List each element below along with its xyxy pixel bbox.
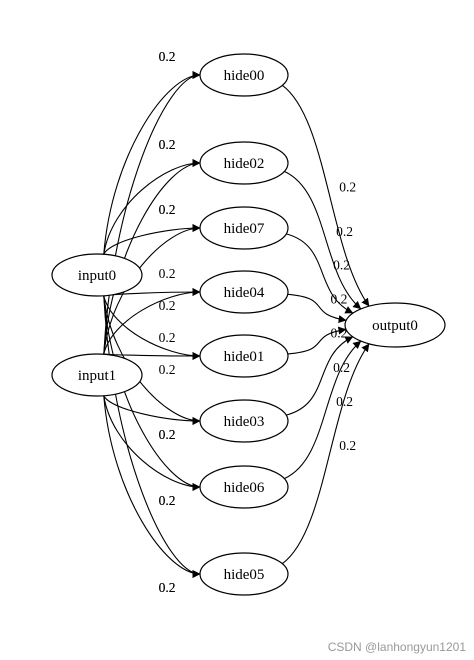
edge-weight-input1-to-hide06: 0.2 — [159, 493, 176, 508]
node-hide04-label: hide04 — [224, 285, 265, 301]
edge-weight-hide01-to-output0: 0.2 — [330, 326, 347, 341]
node-hide01: hide01 — [199, 334, 289, 378]
node-hide02-ellipse — [199, 141, 289, 185]
watermark: CSDN @lanhongyun1201 — [327, 640, 466, 654]
edge-input0-to-hide00 — [103, 71, 201, 255]
node-hide00-label: hide00 — [224, 68, 265, 84]
edge-weight-input1-to-hide05: 0.2 — [159, 580, 176, 595]
node-hide02: hide02 — [199, 141, 289, 185]
edge-weight-input0-to-hide01: 0.2 — [159, 362, 176, 377]
edge-hide04-to-output0 — [287, 293, 347, 324]
edge-weight-hide07-to-output0: 0.2 — [333, 258, 350, 273]
nodes-layer: input0 input1 hide00 hide02 hide07 hide04 hide… — [51, 53, 446, 596]
edge-input1-to-hide03 — [103, 395, 201, 425]
node-input0-ellipse — [51, 253, 143, 297]
edge-input0-to-hide05 — [103, 295, 201, 578]
edge-labels-layer: 0.2 0.2 0.2 0.2 0.2 0.2 0.2 0.2 0.2 0.2 0.2 0.2 0.2 0… — [159, 49, 357, 595]
node-output0-ellipse — [344, 302, 446, 348]
edge-weight-input0-to-hide07: 0.2 — [159, 202, 176, 217]
edge-hide07-to-output0 — [286, 233, 354, 314]
edge-weight-input1-to-hide00: 0.2 — [159, 49, 176, 64]
node-hide04-ellipse — [199, 270, 289, 314]
edge-weight-hide02-to-output0: 0.2 — [336, 224, 353, 239]
node-hide07-label: hide07 — [224, 221, 265, 237]
node-hide07-ellipse — [199, 206, 289, 250]
edge-hide05-to-output0 — [281, 343, 370, 565]
node-input0: input0 — [51, 253, 143, 297]
node-hide01-label: hide01 — [224, 349, 265, 365]
node-hide06-ellipse — [199, 465, 289, 509]
edge-weight-hide00-to-output0: 0.2 — [339, 180, 356, 195]
edge-weight-input0-to-hide00: 0.2 — [159, 49, 176, 64]
edge-weight-input1-to-hide02: 0.2 — [159, 137, 176, 152]
node-hide03: hide03 — [199, 399, 289, 443]
edge-hide03-to-output0 — [286, 336, 354, 416]
edge-weight-input0-to-hide03: 0.2 — [159, 427, 176, 442]
edge-weight-input0-to-hide02: 0.2 — [159, 137, 176, 152]
node-hide02-label: hide02 — [224, 156, 265, 172]
edge-input1-to-hide02 — [103, 159, 201, 355]
node-input1-ellipse — [51, 353, 143, 397]
edge-input0-to-hide06 — [103, 295, 201, 491]
edge-weight-hide03-to-output0: 0.2 — [333, 360, 350, 375]
node-output0-label: output0 — [372, 318, 418, 334]
edge-input0-to-hide07 — [103, 224, 201, 255]
edge-weight-input1-to-hide01: 0.2 — [159, 330, 176, 345]
node-hide06-label: hide06 — [224, 480, 265, 496]
node-hide03-ellipse — [199, 399, 289, 443]
edge-weight-hide04-to-output0: 0.2 — [330, 291, 347, 306]
node-hide05-ellipse — [199, 552, 289, 596]
edge-hide06-to-output0 — [284, 340, 362, 480]
edge-input0-to-hide02 — [103, 159, 201, 255]
edge-weight-input1-to-hide07: 0.2 — [159, 202, 176, 217]
edge-weight-hide05-to-output0: 0.2 — [339, 438, 356, 453]
edge-hide02-to-output0 — [284, 170, 362, 310]
node-input1-label: input1 — [78, 368, 116, 384]
edge-weight-input1-to-hide04: 0.2 — [159, 266, 176, 281]
edge-input0-to-hide03 — [103, 295, 201, 425]
edge-weight-hide06-to-output0: 0.2 — [336, 394, 353, 409]
edge-input1-to-hide00 — [103, 71, 201, 355]
node-input1: input1 — [51, 353, 143, 397]
edge-input1-to-hide04 — [103, 288, 201, 355]
edges-layer — [103, 71, 370, 578]
node-hide03-label: hide03 — [224, 414, 265, 430]
edge-weight-input0-to-hide05: 0.2 — [159, 580, 176, 595]
node-hide05: hide05 — [199, 552, 289, 596]
edge-hide00-to-output0 — [281, 84, 370, 307]
node-hide07: hide07 — [199, 206, 289, 250]
edge-input1-to-hide06 — [103, 395, 201, 491]
node-hide00-ellipse — [199, 53, 289, 97]
edge-input1-to-hide07 — [103, 224, 201, 355]
edge-weight-input1-to-hide03: 0.2 — [159, 427, 176, 442]
node-hide04: hide04 — [199, 270, 289, 314]
node-hide00: hide00 — [199, 53, 289, 97]
node-hide01-ellipse — [199, 334, 289, 378]
node-hide05-label: hide05 — [224, 567, 265, 583]
edge-weight-input0-to-hide06: 0.2 — [159, 493, 176, 508]
node-hide06: hide06 — [199, 465, 289, 509]
edge-input1-to-hide05 — [103, 395, 201, 578]
edge-hide01-to-output0 — [287, 326, 347, 355]
node-input0-label: input0 — [78, 268, 116, 284]
edge-weight-input0-to-hide04: 0.2 — [159, 298, 176, 313]
node-output0: output0 — [344, 302, 446, 348]
